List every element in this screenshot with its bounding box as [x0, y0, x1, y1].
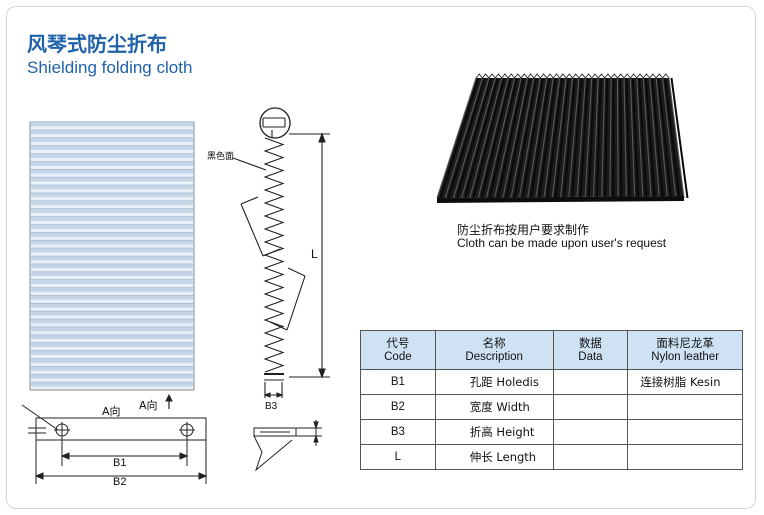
profile-sketch — [253, 420, 322, 472]
cell-code: B2 — [360, 394, 436, 420]
detail-circle — [259, 107, 291, 139]
caption-en: Cloth can be made upon user's request — [457, 236, 667, 250]
cell-data — [552, 419, 629, 445]
length-label: L — [311, 247, 318, 261]
folded-panel-front-view — [29, 121, 195, 391]
page-title-cn: 风琴式防尘折布 — [27, 32, 167, 56]
b1-label: B1 — [113, 457, 127, 469]
caption-cn: 防尘折布按用户要求制作 — [457, 223, 590, 237]
cell-description: 伸长 Length — [434, 444, 554, 470]
table-row: B2 宽度 Width — [360, 394, 743, 420]
cell-code: B3 — [360, 419, 436, 445]
cell-data — [552, 444, 629, 470]
cell-description: 折高 Height — [434, 419, 554, 445]
table-row: B1 孔距 Holedis 连接树脂 Kesin — [360, 369, 743, 395]
cell-description: 宽度 Width — [434, 394, 554, 420]
cell-code: B1 — [360, 369, 436, 395]
pleated-cloth-photo — [436, 73, 689, 203]
a-direction-label-right: A向 — [139, 399, 158, 412]
cell-code: L — [360, 444, 436, 470]
table-row: B3 折高 Height — [360, 419, 743, 445]
a-direction-label-left: A向 — [102, 405, 121, 418]
table-row: L 伸长 Length — [360, 444, 743, 470]
flange-drawing — [21, 404, 208, 484]
b2-label: B2 — [113, 476, 127, 488]
cell-description: 孔距 Holedis — [434, 369, 554, 395]
fold-side-view — [232, 107, 330, 398]
cell-data — [552, 394, 629, 420]
a-direction-arrow — [165, 393, 173, 409]
cell-nylon: 连接树脂 Kesin — [627, 369, 743, 395]
cell-nylon — [627, 394, 743, 420]
cell-nylon — [627, 444, 743, 470]
page-title-en: Shielding folding cloth — [27, 58, 193, 77]
b3-label: B3 — [265, 401, 278, 412]
cell-data — [552, 369, 629, 395]
black-face-label: 黑色面 — [207, 152, 235, 162]
cell-nylon — [627, 419, 743, 445]
